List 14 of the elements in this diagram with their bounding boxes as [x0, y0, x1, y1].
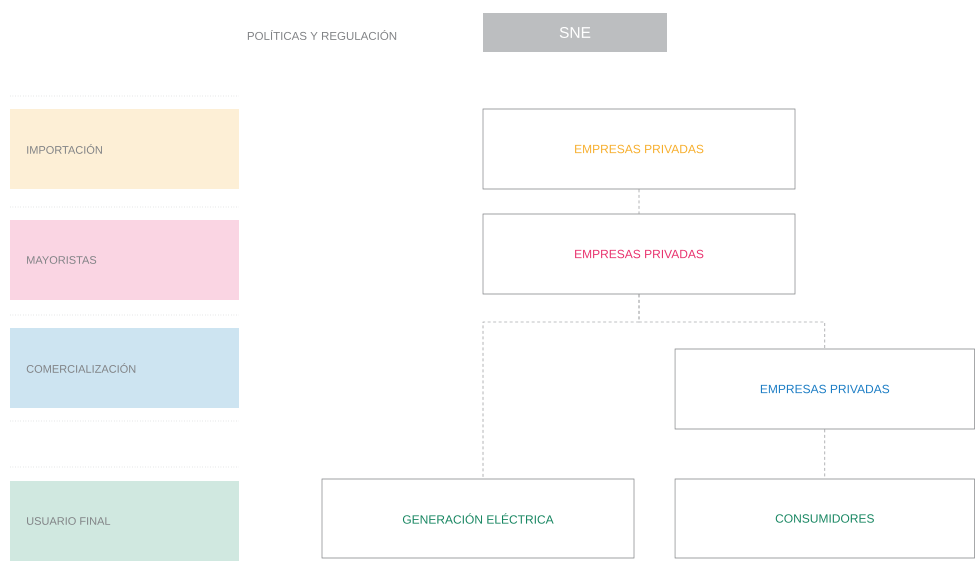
process-box: EMPRESAS PRIVADAS [482, 108, 796, 190]
band-box: IMPORTACIÓN [10, 109, 239, 189]
connector-line [824, 429, 826, 479]
band-box: MAYORISTAS [10, 220, 239, 300]
row-label: POLÍTICAS Y REGULACIÓN [248, 30, 396, 40]
process-box: EMPRESAS PRIVADAS [674, 348, 975, 430]
process-box: GENERACIÓN ELÉCTRICA [322, 478, 634, 558]
process-box: CONSUMIDORES [674, 478, 975, 558]
band-box: COMERCIALIZACIÓN [10, 328, 239, 408]
sne-box: SNE [483, 13, 667, 52]
band-box: USUARIO FINAL [10, 481, 239, 561]
connector-line [638, 189, 640, 214]
connector-line [638, 294, 826, 349]
process-box: EMPRESAS PRIVADAS [482, 214, 796, 294]
